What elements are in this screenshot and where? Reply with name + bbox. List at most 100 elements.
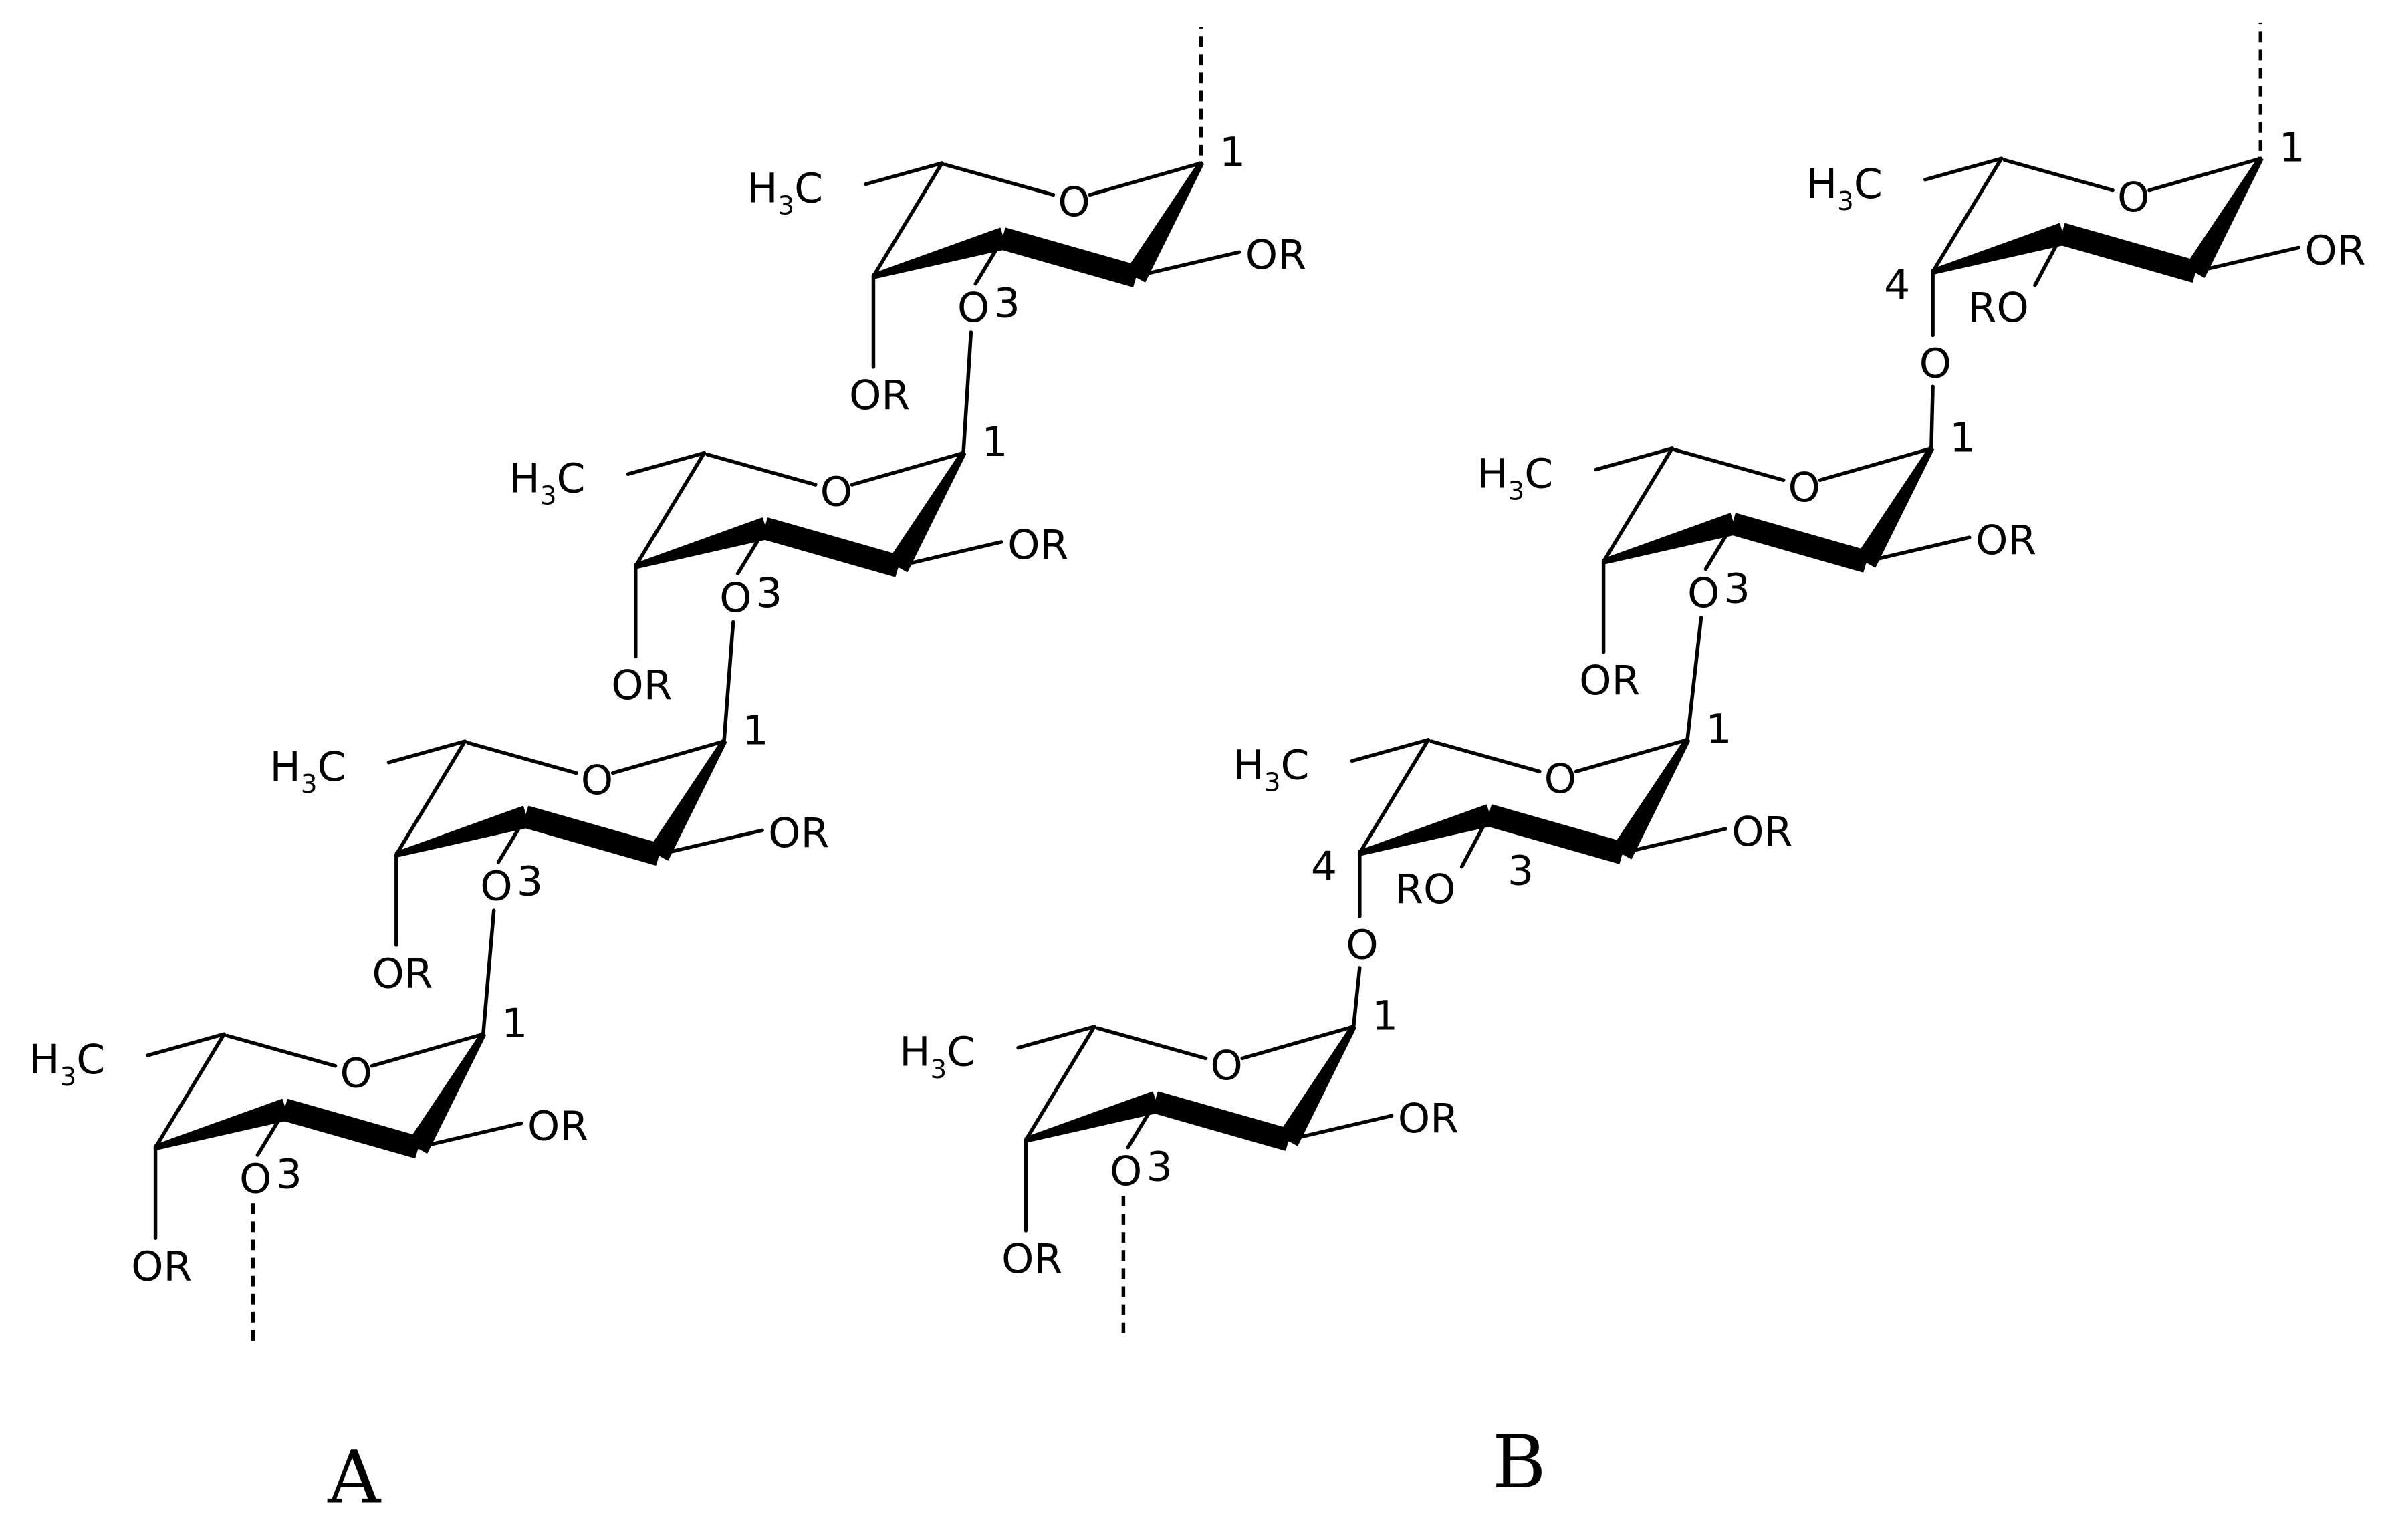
unit-0-c3-ro-label: RO <box>1968 284 2029 332</box>
unit-1-bond-c3-o <box>1703 522 1736 571</box>
unit-0-c2-or-label: OR <box>1245 231 1306 279</box>
unit-0-c1-number: 1 <box>2279 124 2305 172</box>
unit-2-bond-c2-or <box>657 828 764 857</box>
unit-3-bond-o-c1 <box>1240 1025 1356 1061</box>
unit-0-methyl-label: H3C <box>747 165 823 221</box>
unit-3-bond-c4-c3 <box>1024 1091 1159 1143</box>
unit-1-bond-c4-c3 <box>634 517 769 569</box>
unit-0-bond-c3-ro <box>2033 232 2064 287</box>
unit-2-bond-c4-c5 <box>394 739 467 857</box>
unit-3-c4-or-label: OR <box>131 1243 192 1291</box>
unit-0-bond-c5-o <box>2002 158 2115 192</box>
unit-2-bond-c4-c5 <box>1358 738 1431 855</box>
unit-1-bond-c5-o <box>1673 448 1786 483</box>
unit-1-c3-number: 3 <box>756 569 782 617</box>
unit-2-bond-o-c1 <box>610 739 726 775</box>
unit-1-link-oxygen: O <box>719 574 751 622</box>
unit-3-bond-c2-c1 <box>1278 1025 1356 1146</box>
unit-2-bond-c5-o <box>1429 739 1542 773</box>
unit-2-link-oxygen: O <box>1346 922 1378 969</box>
unit-3-c1-number: 1 <box>1372 993 1398 1040</box>
unit-3-bond-c5-ch3 <box>1016 1025 1096 1050</box>
unit-0-c4-or-label: OR <box>849 372 910 419</box>
unit-2-c2-or-label: OR <box>768 809 829 857</box>
unit-3-c3-number: 3 <box>1147 1144 1173 1191</box>
unit-2-c3-number: 3 <box>1508 848 1534 895</box>
unit-0-bond-c4-c3 <box>872 227 1007 279</box>
unit-2-bond-c2-or <box>1620 827 1727 855</box>
unit-0-ring-oxygen: O <box>1058 178 1090 226</box>
unit-0-link-oxygen: O <box>957 284 989 332</box>
unit-2-c2-or-label: OR <box>1732 808 1792 856</box>
unit-3-bond-c5-ch3 <box>146 1032 226 1057</box>
unit-2-c1-number: 1 <box>742 707 768 755</box>
unit-1-bond-o-c1 <box>850 451 965 487</box>
unit-1-ring-oxygen: O <box>1788 464 1820 511</box>
unit-3-c1-number: 1 <box>501 1000 527 1047</box>
unit-2-methyl-label: H3C <box>1233 742 1310 798</box>
unit-2-link-oxygen: O <box>480 863 512 910</box>
unit-0-bond-c5-o <box>943 162 1056 197</box>
unit-3-c2-or-label: OR <box>527 1103 588 1150</box>
unit-2-bond-c2-c1 <box>648 739 727 861</box>
unit-3-bond-c2-c1 <box>407 1032 486 1154</box>
unit-0-bond-o-c1 <box>2147 156 2263 192</box>
unit-3-bond-c4-c5 <box>1024 1025 1096 1142</box>
unit-1-bond-c2-or <box>896 540 1003 568</box>
unit-2-bond-c5-o <box>466 741 578 775</box>
unit-3-bond-c3-o <box>1126 1100 1158 1150</box>
unit-0-bond-c2-or <box>2193 245 2301 274</box>
unit-3-bond-c3-c2 <box>281 1098 422 1158</box>
unit-2-bond-c5-ch3 <box>1350 738 1431 763</box>
unit-1-methyl-label: H3C <box>509 455 586 511</box>
panel-a-label: A <box>327 1435 381 1519</box>
unit-3-bond-c5-o <box>1095 1026 1208 1061</box>
unit-3-bond-c2-or <box>415 1121 523 1150</box>
unit-0-bond-c4-c5 <box>1931 156 2004 274</box>
unit-1-bond-c2-or <box>1864 535 1972 563</box>
unit-2-bond-c3-o <box>496 815 528 864</box>
unit-2-c4-number: 4 <box>1311 843 1337 890</box>
unit-2-c3-ro-label: RO <box>1395 866 1455 913</box>
unit-3-c2-or-label: OR <box>1398 1095 1459 1142</box>
unit-1-bond-o-c1 <box>1818 446 1933 483</box>
panel-a-link-0 <box>961 330 973 455</box>
unit-1-c1-number: 1 <box>981 418 1007 466</box>
unit-0-bond-c5-ch3 <box>864 161 944 186</box>
unit-1-link-oxygen: O <box>1687 569 1719 617</box>
unit-1-c4-or-label: OR <box>1579 657 1640 704</box>
unit-2-c3-number: 3 <box>517 858 543 906</box>
unit-0-c1-number: 1 <box>1219 129 1245 176</box>
unit-1-c4-or-label: OR <box>611 662 672 709</box>
unit-1-c2-or-label: OR <box>1976 517 2036 564</box>
unit-0-c2-or-label: OR <box>2304 227 2365 275</box>
unit-2-bond-c3-ro <box>1459 813 1492 869</box>
unit-3-methyl-label: H3C <box>899 1029 975 1085</box>
unit-3-bond-c4-c5 <box>153 1032 226 1150</box>
unit-2-bond-c3-c2 <box>522 805 663 866</box>
unit-0-bond-c2-c1 <box>2185 156 2264 278</box>
unit-1-c1-number: 1 <box>1949 414 1976 462</box>
unit-2-methyl-label: H3C <box>270 743 346 799</box>
unit-1-bond-c5-ch3 <box>1594 446 1674 472</box>
unit-2-c4-or-label: OR <box>372 950 433 998</box>
unit-3-bond-c5-o <box>225 1033 338 1068</box>
unit-2-bond-c5-ch3 <box>386 739 467 765</box>
unit-2-ring-oxygen: O <box>1544 755 1576 803</box>
unit-2-c1-number: 1 <box>1705 706 1732 753</box>
unit-0-bond-c2-c1 <box>1125 161 1204 283</box>
unit-3-bond-c3-o <box>255 1108 287 1157</box>
unit-3-bond-c4-c3 <box>154 1098 289 1150</box>
unit-1-c3-number: 3 <box>1724 565 1750 613</box>
unit-0-bond-c2-or <box>1133 250 1241 279</box>
unit-1-bond-c5-ch3 <box>626 451 707 476</box>
unit-2-bond-c4-c3 <box>394 805 530 858</box>
unit-1-c2-or-label: OR <box>1007 521 1068 569</box>
panel-b-link-2 <box>1351 966 1362 1029</box>
unit-0-c4-number: 4 <box>1884 262 1910 309</box>
unit-1-bond-c4-c3 <box>1602 513 1738 565</box>
unit-3-methyl-label: H3C <box>29 1036 105 1092</box>
